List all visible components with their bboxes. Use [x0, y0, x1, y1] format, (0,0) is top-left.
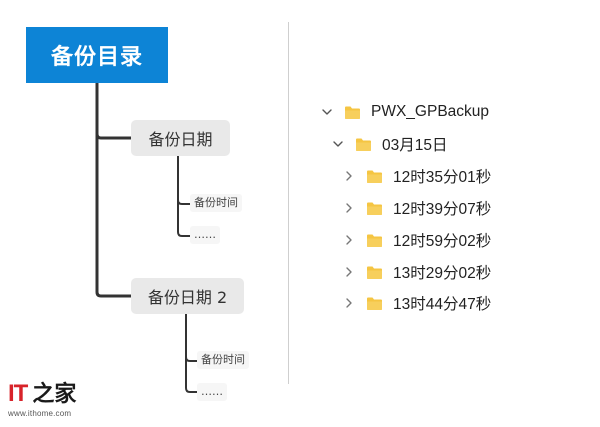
tree-item-time-folder[interactable]: 12时35分01秒: [342, 164, 491, 188]
mindmap-leaf-node: 备份时间: [190, 194, 242, 212]
tree-item-date-folder[interactable]: 03月15日: [331, 132, 447, 156]
ithome-watermark: IT 之家 www.ithome.com: [8, 378, 88, 422]
mindmap-root-node: 备份目录: [26, 27, 168, 83]
mindmap-leaf-node: ……: [197, 383, 227, 401]
tree-item-label: 12时59分02秒: [393, 233, 492, 250]
tree-item-label: 13时29分02秒: [393, 265, 492, 282]
connector-branch2-leaf1: [185, 356, 198, 362]
tree-item-label: 12时39分07秒: [393, 201, 492, 218]
vertical-divider: [288, 22, 289, 384]
chevron-right-icon[interactable]: [342, 169, 356, 183]
folder-tree: PWX_GPBackup 03月15日 12时35分01秒: [300, 0, 600, 427]
chevron-right-icon[interactable]: [342, 296, 356, 310]
watermark-url: www.ithome.com: [8, 409, 72, 418]
connector-branch2-leaves: [185, 313, 198, 393]
tree-item-label: PWX_GPBackup: [371, 103, 490, 120]
folder-icon: [356, 138, 371, 151]
logo-chinese-text: 之家: [32, 381, 77, 407]
mindmap-branch-node: 备份日期 2: [131, 278, 244, 314]
connector-root-branch1: [95, 132, 133, 140]
tree-item-time-folder[interactable]: 13时29分02秒: [342, 260, 491, 284]
connector-branch1-leaf1: [177, 199, 191, 205]
mindmap-connectors: [95, 81, 198, 393]
folder-icon: [367, 297, 382, 310]
tree-item-root-folder[interactable]: PWX_GPBackup: [320, 100, 489, 124]
ithome-logo: IT 之家: [8, 378, 88, 407]
tree-item-label: 13时44分47秒: [393, 296, 492, 313]
tree-item-time-folder[interactable]: 12时39分07秒: [342, 196, 491, 220]
folder-icon: [345, 106, 360, 119]
chevron-right-icon[interactable]: [342, 201, 356, 215]
tree-item-label: 03月15日: [382, 137, 448, 154]
folder-icon: [367, 170, 382, 183]
folder-icon: [367, 202, 382, 215]
logo-latin-text: IT: [8, 380, 28, 407]
mindmap-leaf-node: 备份时间: [197, 351, 249, 369]
chevron-down-icon[interactable]: [320, 105, 334, 119]
connector-root-trunk: [95, 81, 133, 298]
tree-item-time-folder[interactable]: 12时59分02秒: [342, 228, 491, 252]
mindmap-diagram: 备份目录 备份日期 备份时间 …… 备份日期 2 备份时间 ……: [0, 0, 280, 427]
chevron-down-icon[interactable]: [331, 137, 345, 151]
mindmap-branch-node: 备份日期: [131, 120, 230, 156]
tree-item-time-folder[interactable]: 13时44分47秒: [342, 291, 491, 315]
folder-icon: [367, 266, 382, 279]
connector-branch1-leaves: [177, 155, 191, 237]
chevron-right-icon[interactable]: [342, 233, 356, 247]
folder-icon: [367, 234, 382, 247]
chevron-right-icon[interactable]: [342, 265, 356, 279]
tree-item-label: 12时35分01秒: [393, 169, 492, 186]
mindmap-leaf-node: ……: [190, 226, 220, 244]
